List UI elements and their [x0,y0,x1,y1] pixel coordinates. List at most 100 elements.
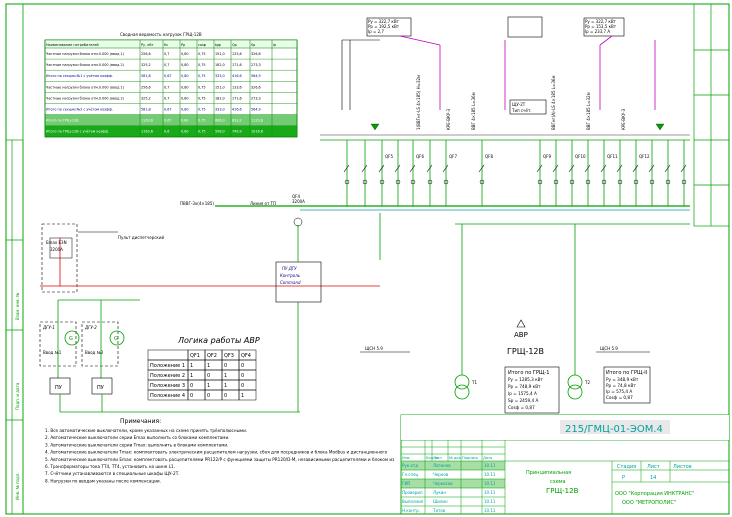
avr-table-cell: 0 [241,383,244,389]
avr-table-cell: 0 [241,363,244,369]
avr-table-cell: Положение 2 [150,373,185,379]
svg-text:Т1: Т1 [471,380,477,385]
svg-text:ВВГнг(А)-LS 4×185 L=36м: ВВГнг(А)-LS 4×185 L=36м [551,76,556,130]
sheet-label: Лист [647,464,660,470]
load-table-cell: Итого по ГРЩ-12В [46,119,79,123]
load-table-cell: 0,7 [164,96,169,100]
avr-table-cell: 0 [190,383,193,389]
avr-table-cell: 1 [241,393,244,399]
title-block-role: Выполнил [402,499,424,504]
title-block-header-cell: Подпись [462,456,478,460]
load-table-cell: 0,75 [198,130,206,134]
svg-text:1(ВВГнг-LS 4×185) Н=32м: 1(ВВГнг-LS 4×185) Н=32м [416,75,421,130]
svg-text:G: G [114,336,118,342]
avr-table-cell: QF4 [241,353,251,359]
svg-text:ВВГ 4×185 L=36м: ВВГ 4×185 L=36м [471,92,476,130]
load-table-cell: 182,0 [215,96,225,100]
section1-value: Sр = 2459,4 А [508,398,538,403]
avr-table-cell: QF3 [224,353,234,359]
note-line: 8. Нагрузки по вводам указаны после комп… [45,478,161,483]
load-table-cell: 416,6 [232,74,242,78]
avr-table-cell: 0 [224,363,227,369]
stage-value: Р [622,475,625,481]
avr-table-cell: 1 [190,363,193,369]
top-vals-right-3: Iр = 233,7 А [585,29,610,34]
load-table-cell: 0,80 [181,108,189,112]
load-table-cell: Итого по ГРЩ-12В с учётом коэфф. [46,130,109,134]
note-line: 5. Автоматические выключатели Emax: комп… [45,457,394,462]
svg-text:КРЕ-ВКУ-3: КРЕ-ВКУ-3 [621,108,626,130]
avr-table-cell: Положение 1 [150,363,185,369]
lower-sections: ЩСН 5.9 ЩСН 5.9 Т1 Т2 Итого по ГРЩ-1 Ру … [360,224,651,414]
load-table-cell: 326,6 [251,85,261,89]
title-line2: схема [550,479,566,485]
title-block-name: Логинов [433,463,451,468]
load-table-cell: 0,75 [198,108,206,112]
svg-text:3200A: 3200A [292,199,305,204]
avr-table-cell: Положение 3 [150,383,185,389]
drawing-code: 215/ГМЦ-01-ЭОМ.4 [565,424,663,435]
load-table-cell: Частные нагрузки блока отм.0.000 (ввод 2… [46,96,125,100]
svg-text:ЩСН 5.9: ЩСН 5.9 [600,346,618,351]
load-table-cell: 0,75 [198,119,206,123]
bus-label: ГРЩ-12В [507,347,544,356]
load-table-cell: 151,0 [215,85,225,89]
title-block-role: ГИП [402,481,410,486]
load-table-header-cell: cosφ [198,43,207,47]
svg-text:ЩУ-2Т: ЩУ-2Т [512,102,526,107]
side-label-sign: Подп. и дата [15,382,20,410]
section1-value: Iр = 1575,4 А [508,391,537,396]
title-block-name: Титов [432,508,446,513]
company-1: ООО "Корпорация ИНКТРАНС" [615,491,694,497]
avr-label: АВР [514,331,528,339]
gen1-label: ДГУ-1 [42,325,55,330]
section3-value: Iр = 575,4 А [606,389,632,394]
load-table-cell: 151,0 [215,52,225,56]
load-table-cell: 133,6 [232,52,242,56]
gen2-label: ДГУ-2 [84,325,97,330]
title-block-name: Черкасов [433,481,453,486]
load-table-cell: 171,6 [232,63,242,67]
side-label-inv: Инв. № подл. [15,472,20,500]
avr-table-cell: 1 [207,383,210,389]
avr-table-cell: 1 [224,373,227,379]
qf-label: QF10 [575,154,586,159]
load-table-cell: 273,3 [251,96,261,100]
load-table: Сводная ведомость нагрузок ГРЩ-12В Наиме… [44,32,298,138]
load-table-cell: 0,75 [198,85,206,89]
sheets-label: Листов [673,464,692,470]
load-table-title: Сводная ведомость нагрузок ГРЩ-12В [120,32,202,37]
qf-label: QF6 [416,154,424,159]
svg-text:Emax E3N: Emax E3N [46,240,67,245]
title-block-name: Шилин [433,499,448,504]
load-table-cell: 0,75 [198,63,206,67]
load-table-cell: 833,2 [232,119,242,123]
load-table-cell: 325,2 [141,63,151,67]
load-table-cell: 0,7 [164,85,169,89]
svg-text:ЩСН 5.9: ЩСН 5.9 [365,346,383,351]
load-table-cell: 0,80 [181,52,189,56]
generator-area: Emax E3N 3200A Пульт диспетчерский G G Д… [39,223,380,413]
svg-text:ПУ ДГУ: ПУ ДГУ [282,266,297,271]
load-table-cell: Итого по секции №1 с учётом коэфф. [46,74,113,78]
side-label-replace: Взам. инв. № [15,293,20,320]
load-table-cell: 182,0 [215,63,225,67]
title-block-header-cell: Изм. [402,456,410,460]
note-line: 7. Счётчики устанавливаются в специальны… [45,471,180,476]
load-table-cell: 0,80 [181,119,189,123]
load-table-header-cell: Ру, кВт [141,43,154,47]
load-table-cell: 0,75 [198,96,206,100]
left-side-stamp [5,139,24,515]
title-line3: ГРЩ-12В [546,487,579,495]
top-vals-right-1: Ру = 322,7 кВт [585,19,617,24]
avr-table-cell: 1 [190,373,193,379]
load-table-cell: 0,6 [164,130,169,134]
load-table-cell: 171,6 [232,96,242,100]
svg-text:Command: Command [280,280,301,285]
load-table-cell: 564,9 [251,74,261,78]
section3-value: Ру = 348,9 кВт [606,377,639,382]
load-table-header-cell: Sр [251,43,255,47]
top-vals-left-2: Рр = 192,5 кВт [368,24,400,29]
